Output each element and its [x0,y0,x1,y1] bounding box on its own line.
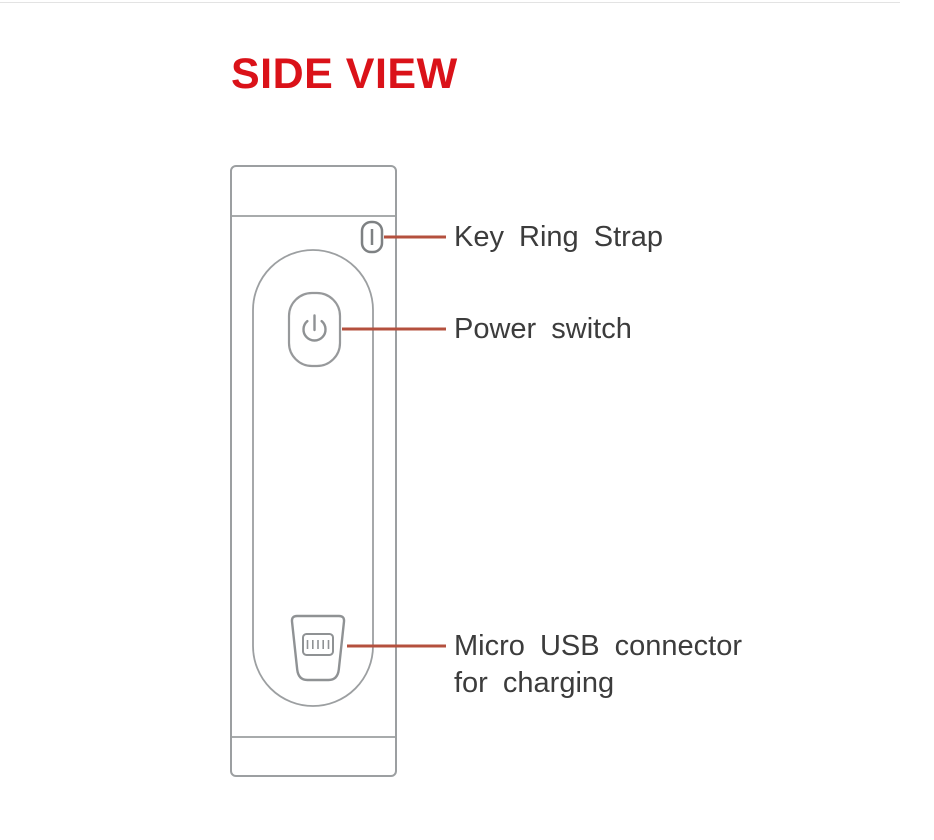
power-switch-button [287,291,342,368]
power-icon [302,314,327,342]
device-body-outline [230,165,397,777]
micro-usb-connector-icon [290,614,346,682]
key-ring-strap-label: Key Ring Strap [454,221,664,253]
key-ring-strap-hole-icon [360,220,384,254]
micro-usb-label-line1: Micro USB connector [454,630,742,662]
micro-usb-label: Micro USB connector for charging [454,628,742,702]
power-switch-label: Power switch [454,313,632,345]
top-divider [0,2,900,3]
inner-panel-outline [252,249,374,707]
micro-usb-pins [306,640,330,649]
micro-usb-label-line2: for charging [454,667,615,699]
page-title: SIDE VIEW [231,50,458,98]
